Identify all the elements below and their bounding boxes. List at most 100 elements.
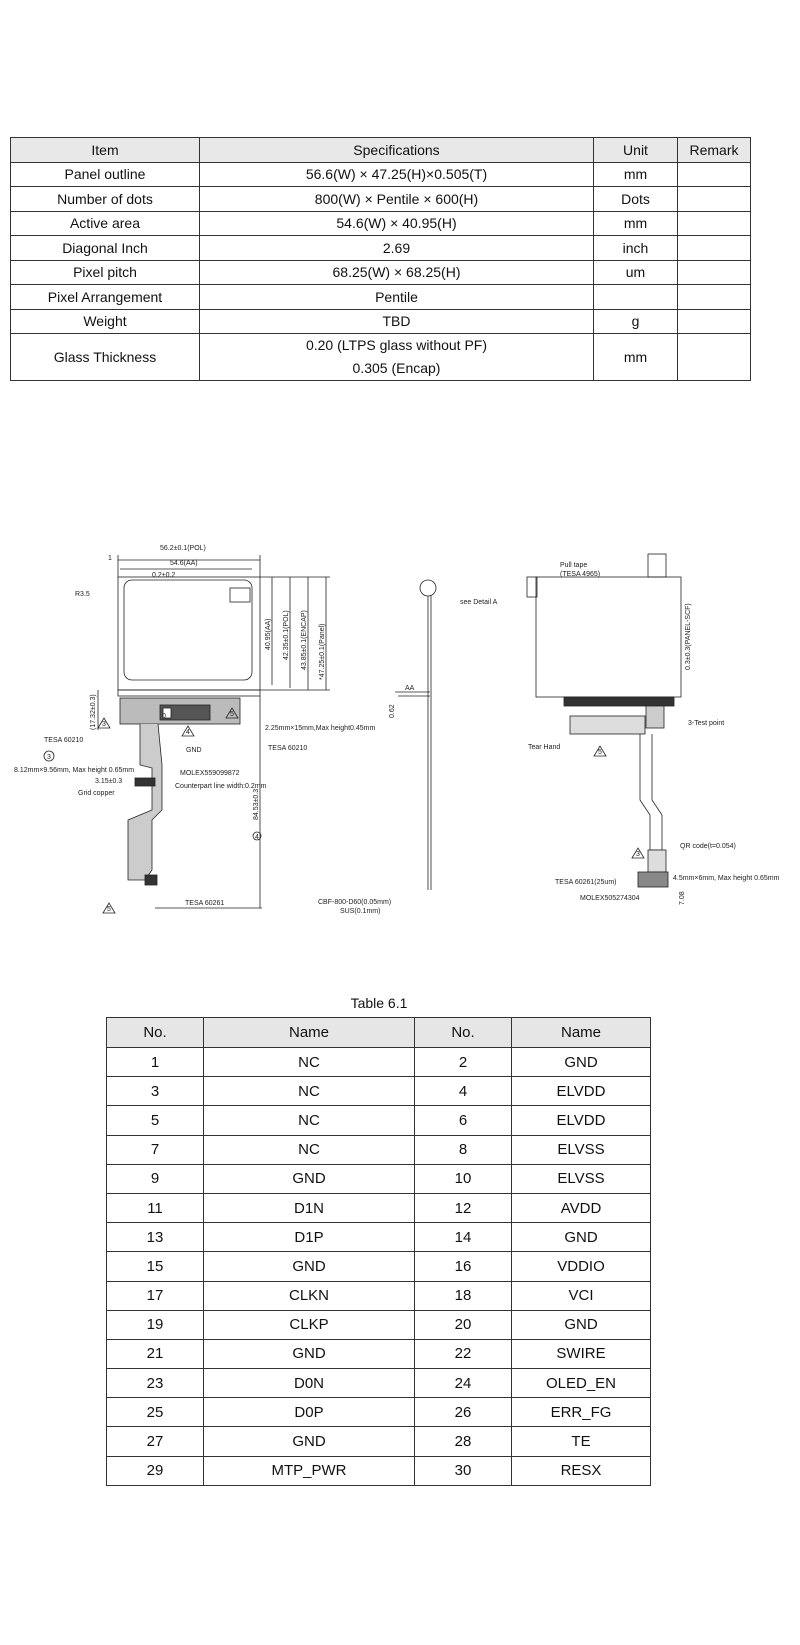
spec-line: 0.20 (LTPS glass without PF) [305,337,488,353]
cell-item: Active area [10,210,200,236]
pin-no: 11 [106,1192,204,1224]
drawing-label: 3 [102,721,106,728]
drawing-label: (17.32±0.3) [90,694,97,730]
cell-item: Pixel pitch [10,259,200,285]
pin-name: D0P [203,1397,415,1428]
pin-name: CLKN [203,1280,415,1311]
drawing-label: 4.5mm×6mm, Max height 0.65mm [673,875,780,882]
cell-spec: 68.25(W) × 68.25(H) [199,259,594,285]
pin-no: 9 [106,1163,204,1194]
side-view-labels: see Detail A AA 0.62 CBF-800-D60(0.05mm)… [318,599,498,915]
drawing-label: SUS(0.1mm) [340,908,380,915]
drawing-label: 40.95(AA) [265,618,272,650]
cell-unit: Dots [593,186,678,212]
drawing-label: 3.15±0.3 [95,778,122,785]
pin-name: D0N [203,1368,415,1399]
drawing-label: TESA 60261 [185,900,224,907]
drawing-label: 3 [47,754,51,761]
drawing-label: 1 [108,555,112,562]
pin-no: 12 [414,1192,512,1224]
drawing-label: 42.35±0.1(POL) [283,610,290,660]
header-item: Item [10,137,200,163]
pin-no: 13 [106,1222,204,1253]
cell-remark [677,161,751,187]
drawing-label: 56.2±0.1(POL) [160,545,206,552]
drawing-label: 0 [162,713,166,720]
drawing-label: CBF-800-D60(0.05mm) [318,899,391,906]
drawing-label: Tear Hand [528,744,560,751]
pin-name: ERR_FG [511,1397,651,1428]
pin-no: 21 [106,1338,204,1370]
header-specifications: Specifications [199,137,594,163]
table-caption: Table 6.1 [350,995,408,1011]
front-view-labels: 56.2±0.1(POL) 54.6(AA) 1 0.2±0.2 R3.5 40… [14,545,375,913]
pin-no: 2 [414,1046,512,1078]
pin-no: 8 [414,1134,512,1165]
drawing-label: 2.25mm×15mm,Max height0.45mm [265,725,375,732]
drawing-label: see Detail A [460,599,498,606]
pin-name: NC [203,1134,415,1165]
drawing-label: TESA 60210 [268,745,307,752]
pin-no: 7 [106,1134,204,1165]
pin-no: 6 [414,1105,512,1136]
pin-name: VDDIO [511,1251,651,1282]
pin-no: 25 [106,1397,204,1428]
cell-item: Diagonal Inch [10,235,200,261]
pin-name: NC [203,1105,415,1136]
pin-name: GND [511,1222,651,1253]
cell-remark [677,259,751,285]
pin-no: 26 [414,1397,512,1428]
pin-name: CLKP [203,1309,415,1340]
drawing-label: 5 [107,906,111,913]
pin-no: 20 [414,1309,512,1340]
cell-remark [677,308,751,334]
pin-no: 29 [106,1455,204,1486]
pin-name: ELVDD [511,1105,651,1136]
cell-remark [677,284,751,310]
cell-spec: 56.6(W) × 47.25(H)×0.505(T) [199,161,594,187]
header-remark: Remark [677,137,751,163]
pin-name: D1P [203,1222,415,1253]
cell-unit: mm [593,333,678,381]
header-no-2: No. [414,1017,512,1048]
cell-unit: inch [593,235,678,261]
drawing-label: 4 [255,834,259,841]
drawing-label: 84.53±0.3 [253,789,260,820]
cell-unit: mm [593,210,678,236]
pin-no: 19 [106,1309,204,1340]
pin-name: GND [203,1338,415,1370]
pin-no: 27 [106,1426,204,1457]
pin-no: 22 [414,1338,512,1370]
pin-no: 4 [414,1076,512,1107]
cell-remark [677,235,751,261]
drawing-label: 0.2±0.2 [152,572,175,579]
pin-name: RESX [511,1455,651,1486]
pin-name: NC [203,1046,415,1078]
pin-no: 14 [414,1222,512,1253]
cell-remark [677,186,751,212]
cell-item: Weight [10,308,200,334]
pin-name: TE [511,1426,651,1457]
pin-no: 3 [106,1076,204,1107]
drawing-label: 0.62 [389,704,396,718]
cell-item: Number of dots [10,186,200,212]
pin-name: SWIRE [511,1338,651,1370]
spec-line: 0.305 (Encap) [352,360,441,376]
